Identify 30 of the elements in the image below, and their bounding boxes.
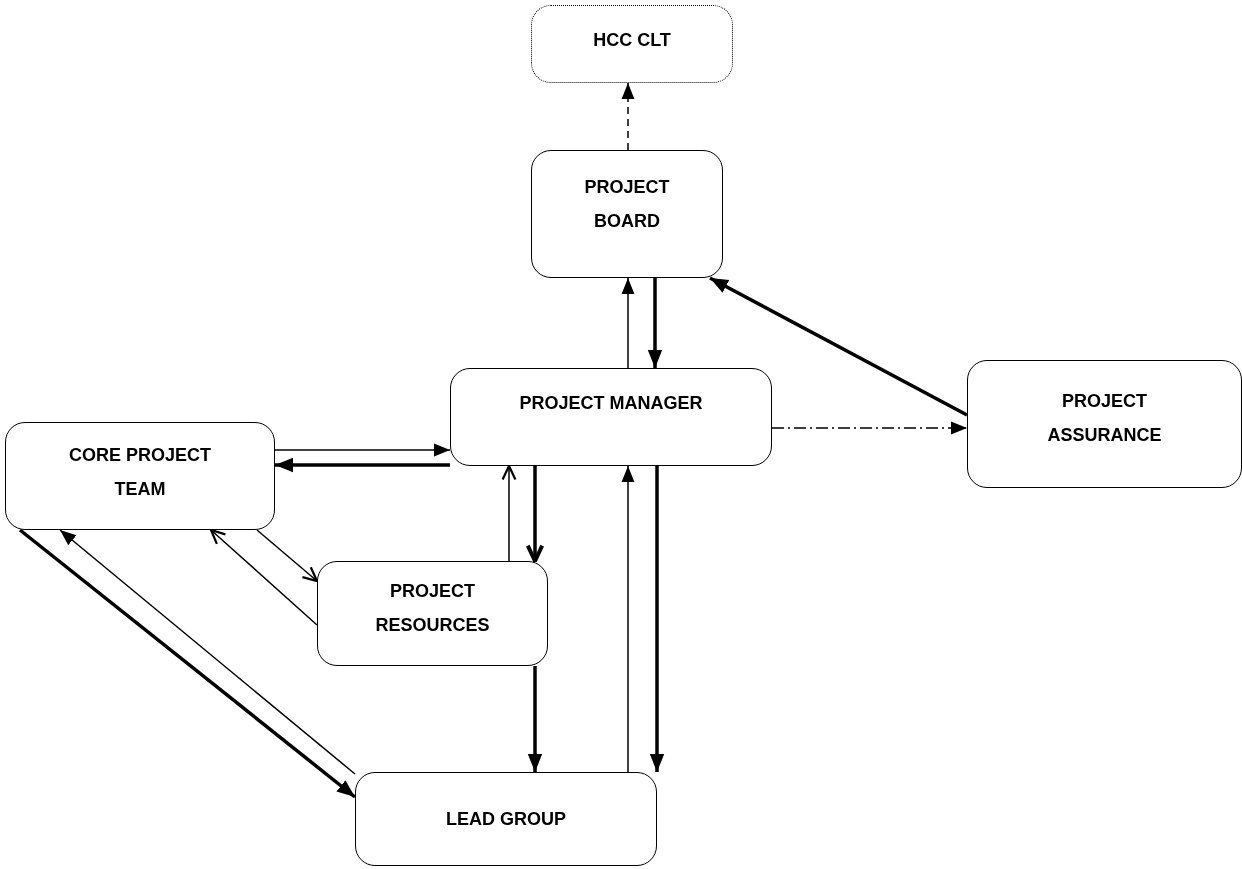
arrow (501, 464, 517, 562)
box-label: PROJECT BOARD (583, 176, 671, 233)
process-box (5, 422, 275, 530)
arrow (59, 529, 356, 775)
arrow (709, 276, 968, 417)
arrow (18, 528, 357, 799)
arrow (621, 465, 635, 773)
arrow (525, 466, 545, 563)
box-label: CORE PROJECT TEAM (68, 444, 212, 501)
arrow (256, 529, 319, 583)
process-box (450, 368, 772, 466)
box-label: HCC CLT (593, 29, 671, 52)
box-label: PROJECT ASSURANCE (1046, 390, 1163, 447)
process-box (317, 561, 548, 666)
arrow (621, 277, 635, 369)
process-box (531, 5, 733, 83)
process-box (355, 772, 657, 866)
arrow (647, 278, 663, 368)
arrow (274, 443, 451, 457)
arrow (209, 528, 318, 626)
process-box (531, 150, 723, 278)
box-label: LEAD GROUP (446, 808, 566, 831)
arrow (527, 666, 543, 772)
arrow (275, 457, 450, 473)
arrow (771, 421, 968, 435)
arrow (649, 466, 665, 772)
arrow (621, 82, 635, 151)
process-box (967, 360, 1242, 488)
box-label: PROJECT RESOURCES (374, 579, 491, 637)
box-label: PROJECT MANAGER (519, 392, 703, 415)
